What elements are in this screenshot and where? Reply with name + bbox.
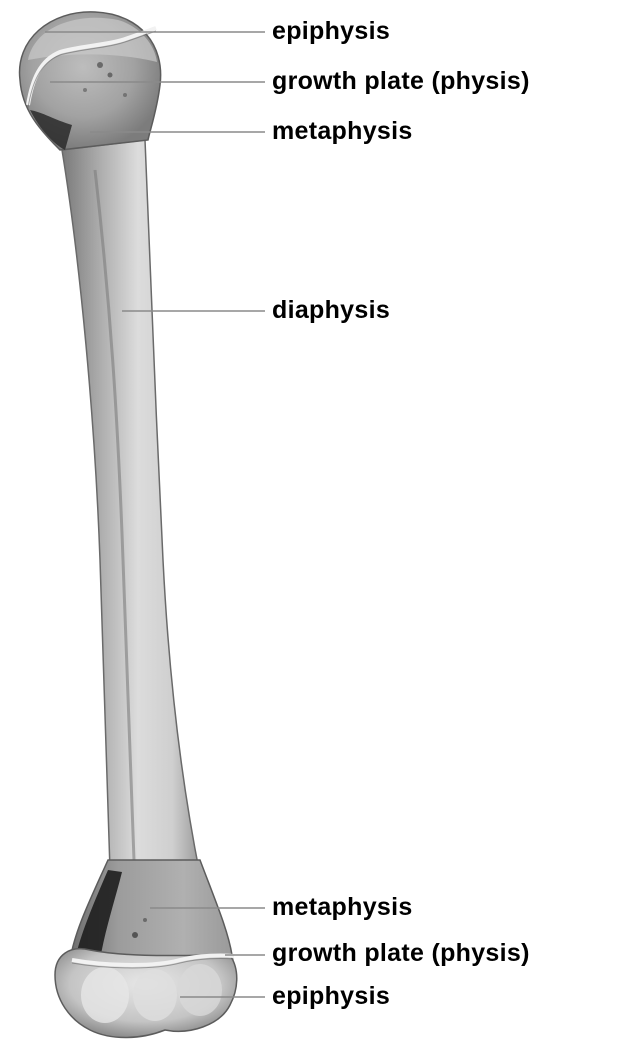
label-diaphysis: diaphysis xyxy=(272,296,390,324)
label-top-growth-plate: growth plate (physis) xyxy=(272,67,530,95)
label-top-metaphysis: metaphysis xyxy=(272,117,413,145)
label-bottom-growth-plate: growth plate (physis) xyxy=(272,939,530,967)
label-bottom-metaphysis: metaphysis xyxy=(272,893,413,921)
label-top-epiphysis: epiphysis xyxy=(272,17,390,45)
label-bottom-epiphysis: epiphysis xyxy=(272,982,390,1010)
